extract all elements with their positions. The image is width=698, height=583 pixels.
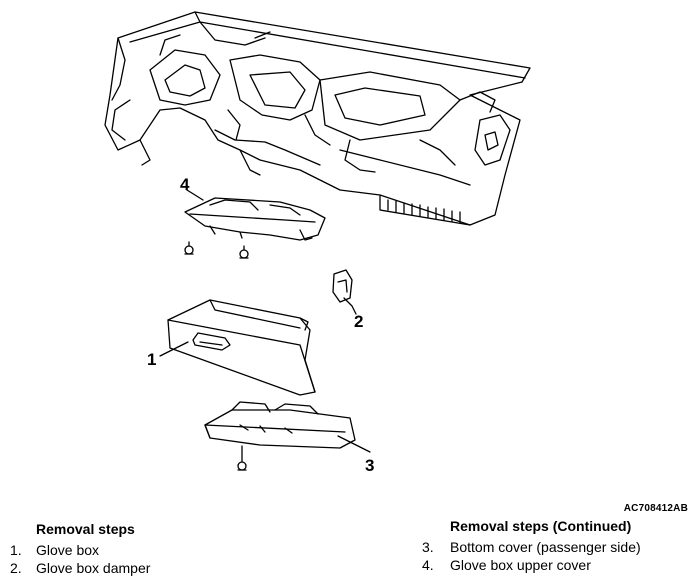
callout-4: 4 — [180, 175, 190, 194]
figure-code: AC708412AB — [623, 503, 688, 514]
callout-1: 1 — [147, 350, 157, 369]
removal-steps-list: 1. Glove box 2. Glove box damper — [10, 541, 150, 577]
step-number: 4. — [422, 557, 434, 573]
damper-drawing — [332, 269, 357, 315]
exploded-view-figure: 4 2 1 3 — [104, 11, 531, 475]
list-item: 2. Glove box damper — [10, 559, 150, 577]
step-text: Glove box upper cover — [450, 557, 591, 573]
removal-steps-right: Removal steps (Continued) 3. Bottom cove… — [422, 517, 641, 574]
step-text: Bottom cover (passenger side) — [450, 539, 641, 555]
list-item: 3. Bottom cover (passenger side) — [422, 538, 641, 556]
removal-steps-continued-title: Removal steps (Continued) — [450, 518, 632, 534]
removal-steps-left: Removal steps 1. Glove box 2. Glove box … — [10, 520, 150, 577]
callout-3: 3 — [365, 456, 375, 475]
callout-2: 2 — [354, 312, 364, 331]
removal-steps-continued-list: 3. Bottom cover (passenger side) 4. Glov… — [422, 538, 641, 574]
bottom-cover-drawing — [204, 401, 371, 471]
step-number: 1. — [10, 542, 22, 558]
list-item: 1. Glove box — [10, 541, 150, 559]
instrument-panel-drawing — [104, 11, 531, 226]
upper-cover-drawing — [184, 189, 326, 259]
step-text: Glove box — [36, 542, 100, 558]
removal-steps-title: Removal steps — [36, 521, 135, 537]
step-number: 2. — [10, 560, 22, 576]
step-number: 3. — [422, 539, 434, 555]
list-item: 4. Glove box upper cover — [422, 556, 641, 574]
glove-box-drawing — [159, 299, 316, 396]
dashboard-illustration — [104, 11, 531, 471]
step-text: Glove box damper — [36, 560, 151, 576]
